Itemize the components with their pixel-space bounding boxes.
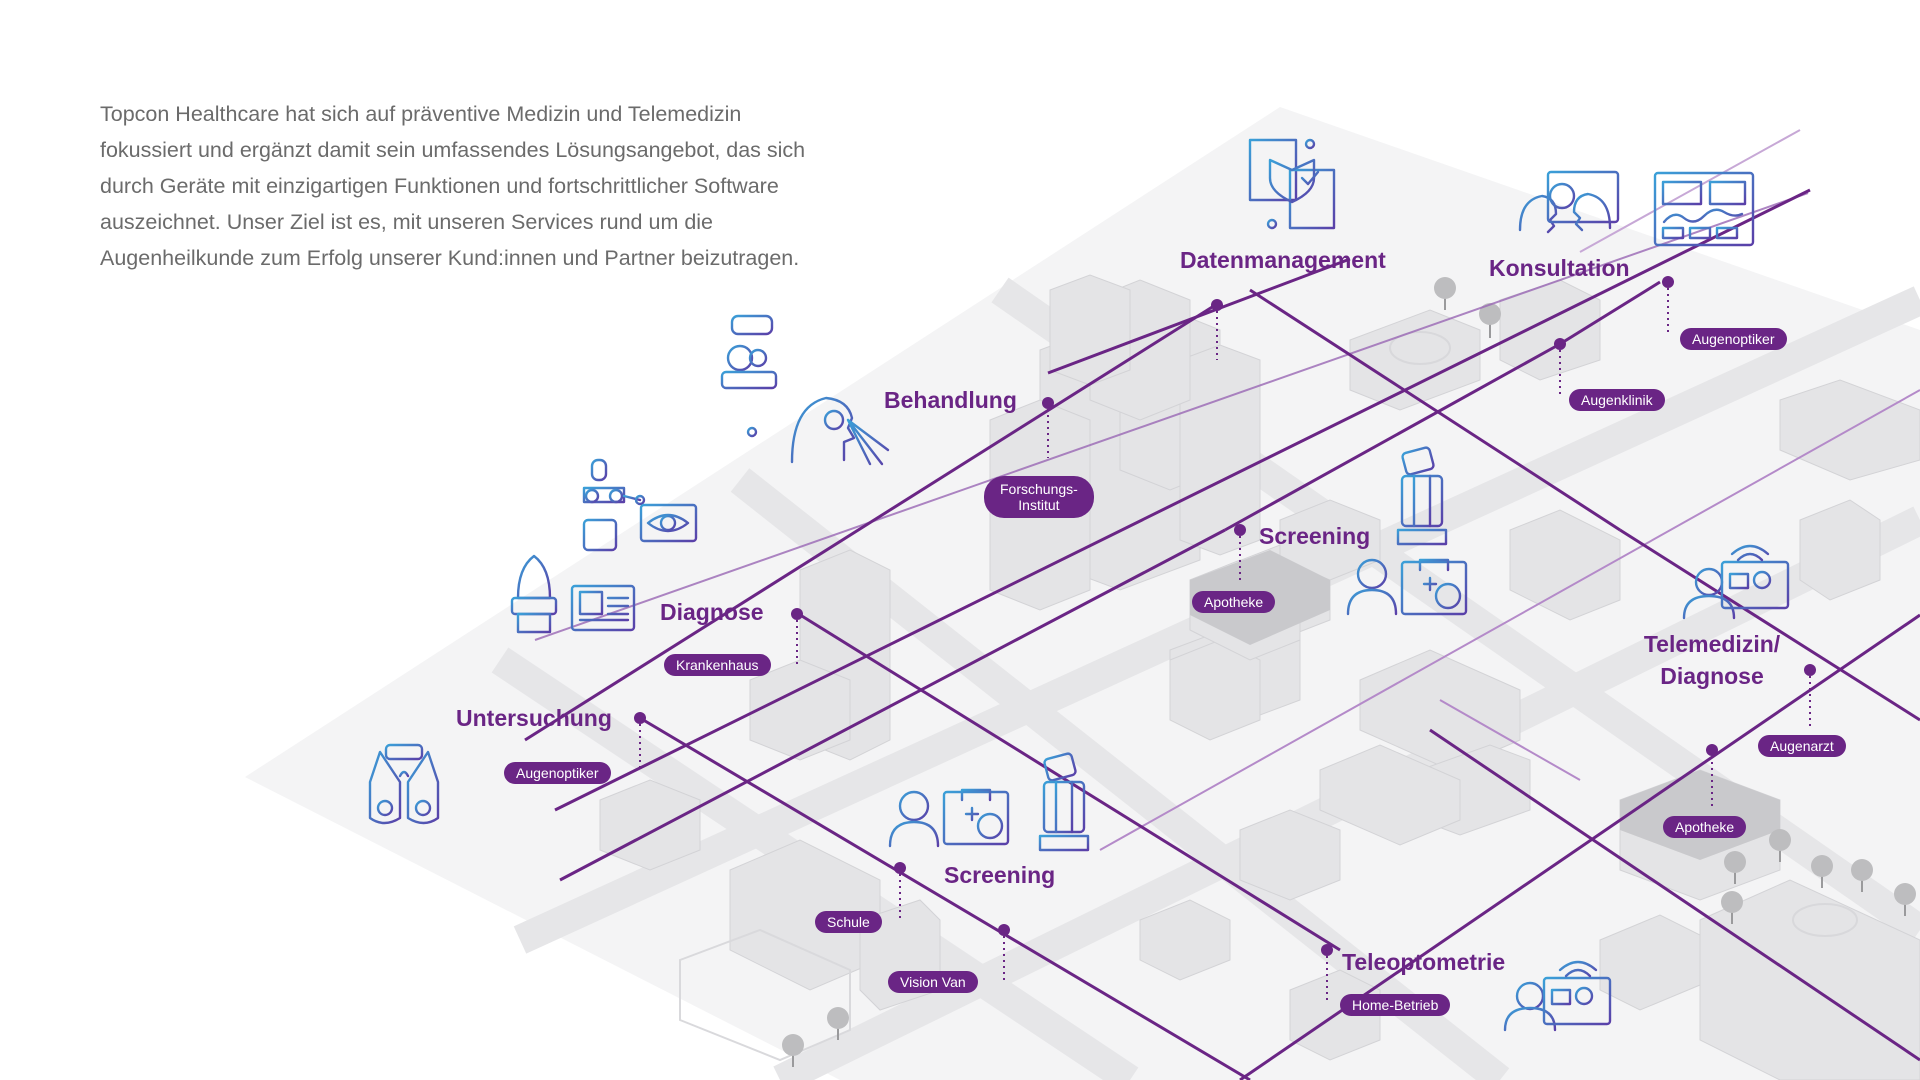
microscope-device-icon (582, 458, 646, 552)
place-forschungsinstitut: Forschungs- Institut (984, 476, 1094, 518)
place-augenklinik: Augenklinik (1569, 389, 1665, 411)
place-vision-van: Vision Van (888, 971, 978, 993)
station-screening-top: Screening (1259, 523, 1371, 549)
perimeter-device-icon (1396, 446, 1448, 546)
place-apotheke-top: Apotheke (1192, 591, 1276, 613)
connectors (639, 282, 1811, 1004)
place-augenoptiker-top: Augenoptiker (1680, 328, 1787, 350)
retina-monitor-icon (570, 584, 636, 641)
dashboard-monitor-icon (1653, 171, 1755, 247)
perimeter-device-icon (1038, 752, 1090, 852)
transit-lines (524, 129, 1920, 1080)
patient-clipboard-icon (1346, 558, 1468, 616)
place-krankenhaus: Krankenhaus (664, 654, 771, 676)
station-datenmanagement: Datenmanagement (1180, 247, 1386, 273)
station-screening-bottom: Screening (944, 862, 1056, 888)
station-nodes (634, 276, 1816, 956)
station-diagnose: Diagnose (660, 599, 764, 625)
station-teleoptometrie: Teleoptometrie (1342, 949, 1506, 975)
patient-clipboard-icon (888, 788, 1010, 848)
place-augenoptiker-left: Augenoptiker (504, 762, 611, 784)
place-home-betrieb: Home-Betrieb (1340, 994, 1451, 1016)
place-augenarzt: Augenarzt (1758, 735, 1846, 757)
document-shield-icon (1248, 138, 1336, 230)
eye-monitor-icon (639, 503, 698, 553)
slit-lamp-icon (508, 554, 562, 636)
phoropter-icon (368, 743, 440, 825)
telemedicine-video-icon (1503, 960, 1612, 1036)
trees (782, 277, 1916, 1067)
place-apotheke-right: Apotheke (1663, 816, 1747, 838)
station-konsultation: Konsultation (1489, 255, 1630, 281)
doctor-patient-video-icon (1518, 170, 1628, 234)
station-untersuchung: Untersuchung (456, 705, 612, 731)
station-behandlung: Behandlung (884, 387, 1017, 413)
station-telemedizin-diagnose: Telemedizin/ Diagnose (1643, 631, 1781, 689)
telemedicine-video-icon (1682, 544, 1790, 620)
intro-text: Topcon Healthcare hat sich auf präventiv… (100, 102, 806, 270)
place-schule: Schule (815, 911, 882, 933)
eye-examination-icon (790, 396, 890, 466)
ophthalmic-device-icon (720, 314, 778, 438)
